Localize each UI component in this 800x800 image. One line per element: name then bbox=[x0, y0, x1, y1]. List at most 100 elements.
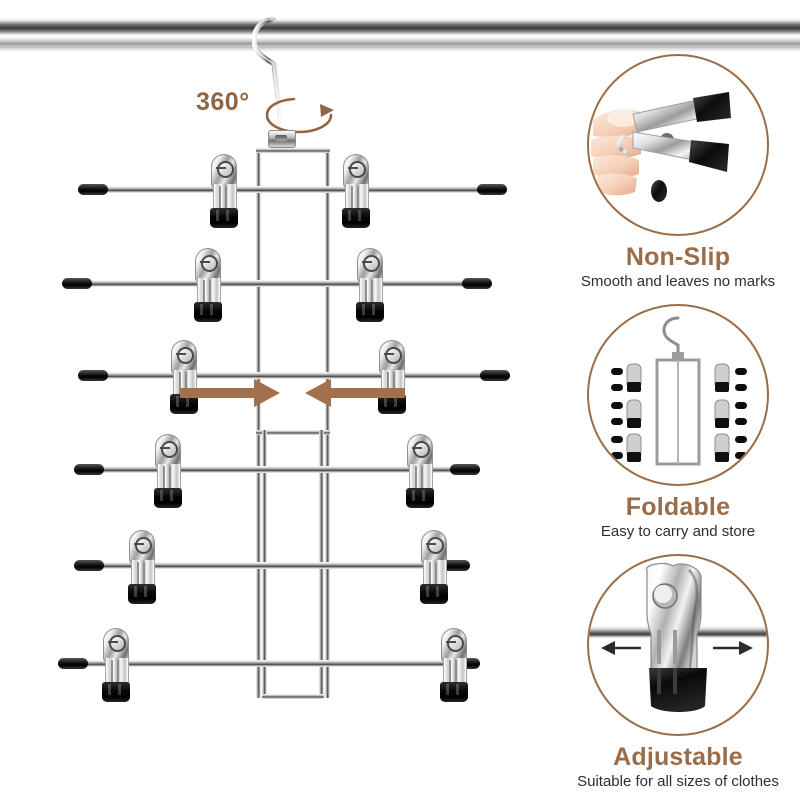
clip-rib bbox=[421, 466, 423, 490]
clip-ring-icon bbox=[446, 635, 464, 652]
clip-rib bbox=[117, 660, 119, 684]
clip-rubber-pad bbox=[356, 302, 384, 322]
feature-subtitle: Suitable for all sizes of clothes bbox=[577, 773, 779, 790]
clip-rib bbox=[393, 372, 395, 396]
clip-rubber-pad bbox=[406, 488, 434, 508]
tier-end-cap-right bbox=[462, 278, 492, 289]
clip-ring-icon bbox=[412, 441, 430, 458]
clip-rib bbox=[415, 466, 417, 490]
hanger-clip-left bbox=[152, 434, 184, 508]
clip-rubber-pad bbox=[170, 394, 198, 414]
hanger-clip-left bbox=[126, 530, 158, 604]
tier-rod bbox=[72, 280, 482, 287]
frame-rail-left bbox=[256, 148, 261, 698]
clip-rubber-pad bbox=[154, 488, 182, 508]
clip-rubber-pad bbox=[420, 584, 448, 604]
rotation-label: 360° bbox=[196, 88, 250, 116]
feature-non-slip: Non-Slip Smooth and leaves no marks bbox=[556, 54, 800, 290]
clip-rubber-pad bbox=[342, 208, 370, 228]
clip-ring-icon bbox=[134, 537, 152, 554]
tier-end-cap-left bbox=[74, 560, 104, 571]
clip-rib bbox=[209, 280, 211, 304]
folded-hanger-photo bbox=[587, 304, 769, 486]
clip-rib bbox=[435, 562, 437, 586]
clip-rib bbox=[371, 280, 373, 304]
tier-rod bbox=[88, 186, 497, 193]
clip-rib bbox=[163, 466, 165, 490]
rotation-arrow-icon bbox=[258, 96, 342, 136]
clip-ring-icon bbox=[348, 161, 366, 178]
closet-rod-shadow bbox=[0, 47, 800, 52]
hanger-tier-bar bbox=[78, 370, 510, 381]
main-hanger-illustration: 360° bbox=[58, 14, 510, 702]
clip-ring-icon bbox=[200, 255, 218, 272]
clip-ring-icon bbox=[384, 347, 402, 364]
tier-rod bbox=[68, 660, 470, 667]
clip-rubber-pad bbox=[440, 682, 468, 702]
feature-title: Foldable bbox=[625, 493, 731, 521]
clip-rib bbox=[351, 186, 353, 210]
hanger-clip-right bbox=[340, 154, 372, 228]
tier-end-cap-left bbox=[58, 658, 88, 669]
tier-end-cap-left bbox=[62, 278, 92, 289]
hanger-clip-left bbox=[192, 248, 224, 322]
swivel-cap bbox=[268, 130, 296, 148]
clip-rib bbox=[429, 562, 431, 586]
hanger-tier-bar bbox=[74, 560, 470, 571]
tier-end-cap-right bbox=[477, 184, 507, 195]
feature-subtitle: Easy to carry and store bbox=[600, 523, 756, 540]
clip-rib bbox=[169, 466, 171, 490]
clip-rib bbox=[357, 186, 359, 210]
clip-rib bbox=[365, 280, 367, 304]
feature-subtitle: Smooth and leaves no marks bbox=[580, 273, 776, 290]
hanger-clip-right bbox=[404, 434, 436, 508]
feature-adjustable: Adjustable Suitable for all sizes of clo… bbox=[556, 554, 800, 790]
tier-end-cap-right bbox=[480, 370, 510, 381]
tier-end-cap-right bbox=[440, 560, 470, 571]
sliding-clip-closeup-photo bbox=[587, 554, 769, 736]
frame-rail-right bbox=[325, 148, 330, 698]
tier-end-cap-right bbox=[450, 464, 480, 475]
tier-rod bbox=[88, 372, 500, 379]
tier-rod bbox=[84, 562, 460, 569]
tier-end-cap-left bbox=[74, 464, 104, 475]
clip-ring-icon bbox=[362, 255, 380, 272]
clip-rib bbox=[179, 372, 181, 396]
clip-rib bbox=[449, 660, 451, 684]
feature-title: Adjustable bbox=[613, 743, 743, 771]
hanger-hook-icon bbox=[252, 14, 298, 132]
clip-rib bbox=[455, 660, 457, 684]
clip-rib bbox=[225, 186, 227, 210]
feature-foldable: Foldable Easy to carry and store bbox=[556, 304, 800, 540]
hanger-tier-bar bbox=[62, 278, 492, 289]
clip-rib bbox=[219, 186, 221, 210]
clip-ring-icon bbox=[108, 635, 126, 652]
hanger-clip-right bbox=[354, 248, 386, 322]
tier-rod bbox=[84, 466, 470, 473]
hand-holding-clip-photo bbox=[587, 54, 769, 236]
clip-rubber-pad bbox=[102, 682, 130, 702]
clip-rib bbox=[111, 660, 113, 684]
frame-rail-mid bbox=[256, 430, 330, 435]
adjust-arrows-icon bbox=[180, 376, 405, 410]
tier-end-cap-left bbox=[78, 370, 108, 381]
clip-rib bbox=[185, 372, 187, 396]
clip-rubber-pad bbox=[378, 394, 406, 414]
hanger-clip-right bbox=[418, 530, 450, 604]
clip-ring-icon bbox=[176, 347, 194, 364]
hanger-tier-bar bbox=[74, 464, 480, 475]
hanger-clip-left bbox=[100, 628, 132, 702]
clip-ring-icon bbox=[426, 537, 444, 554]
closet-rod bbox=[0, 18, 800, 48]
clip-rubber-pad bbox=[194, 302, 222, 322]
frame-rail-top bbox=[256, 148, 330, 153]
frame-rail-bottom bbox=[262, 694, 324, 699]
clip-rib bbox=[203, 280, 205, 304]
feature-panel-group: Non-Slip Smooth and leaves no marks bbox=[556, 54, 800, 800]
hanger-tier-bar bbox=[78, 184, 507, 195]
clip-rib bbox=[137, 562, 139, 586]
hanger-clip-left bbox=[208, 154, 240, 228]
hanger-clip-right bbox=[438, 628, 470, 702]
hanger-clip-left bbox=[168, 340, 200, 414]
